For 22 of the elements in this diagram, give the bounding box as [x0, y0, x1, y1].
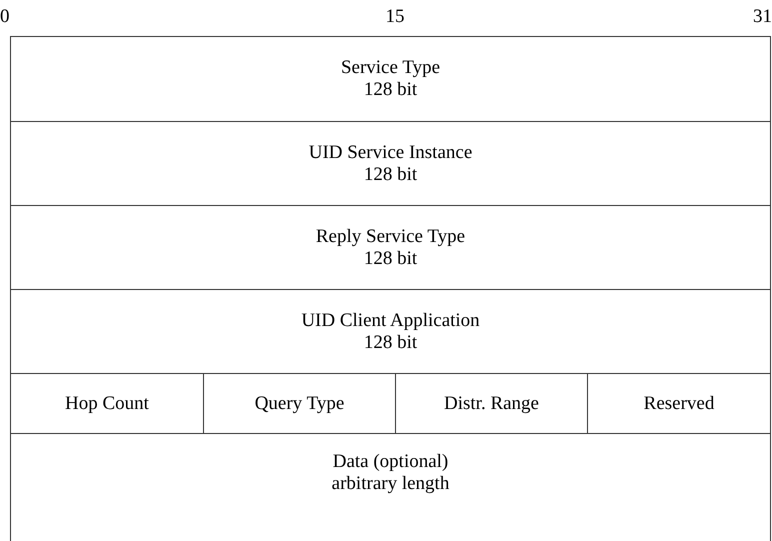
bit-position-number: 0 — [0, 6, 10, 28]
field-box — [10, 121, 771, 206]
field-box — [10, 36, 771, 122]
field-name: Hop Count — [65, 392, 149, 414]
field-name: Data (optional) — [332, 450, 448, 472]
field-name: Reply Service Type — [316, 226, 466, 248]
field-name: Query Type — [254, 392, 344, 414]
field-size: arbitrary length — [332, 472, 450, 494]
field-box — [10, 289, 771, 374]
field-box — [10, 205, 771, 290]
bit-position-number: 15 — [386, 6, 404, 28]
field-size: 128 bit — [364, 248, 418, 270]
field-size: 128 bit — [364, 332, 418, 354]
field-size: 128 bit — [364, 164, 418, 186]
field-name: Reserved — [644, 392, 714, 414]
field-box — [10, 433, 771, 541]
field-name: UID Service Instance — [308, 142, 472, 164]
bit-position-number: 31 — [753, 6, 772, 28]
field-name: UID Client Application — [301, 310, 480, 332]
field-name: Distr. Range — [444, 392, 539, 414]
field-name: Service Type — [340, 57, 440, 79]
field-size: 128 bit — [364, 79, 418, 101]
